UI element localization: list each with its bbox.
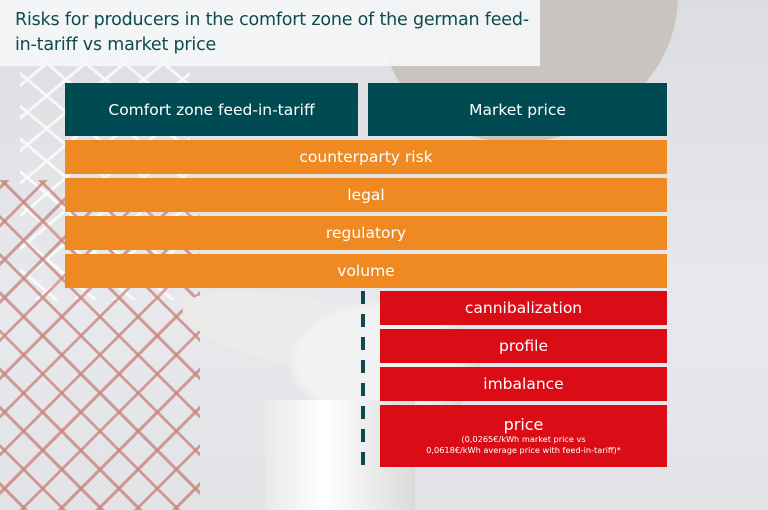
header-market-price: Market price	[368, 83, 667, 136]
title-panel: Risks for producers in the comfort zone …	[0, 0, 540, 66]
risk-label: profile	[499, 337, 548, 355]
risk-row-price: price (0,0265€/kWh market price vs 0,061…	[380, 405, 667, 467]
risk-label: regulatory	[325, 224, 407, 242]
risk-label: volume	[337, 262, 395, 280]
price-note-line1: (0,0265€/kWh market price vs	[461, 434, 586, 444]
dashed-divider	[361, 291, 365, 467]
risk-label: price	[503, 415, 544, 434]
header-feed-in-tariff: Comfort zone feed-in-tariff	[65, 83, 358, 136]
risk-row-profile: profile	[380, 329, 667, 363]
risk-label: legal	[347, 186, 385, 204]
price-note-line2: 0,0618€/kWh average price with feed-in-t…	[426, 445, 621, 455]
risk-label: cannibalization	[464, 299, 583, 317]
risk-label: imbalance	[483, 375, 564, 393]
risk-row-regulatory: regulatory	[65, 216, 667, 250]
risk-row-volume: volume	[65, 254, 667, 288]
risk-row-imbalance: imbalance	[380, 367, 667, 401]
page-title: Risks for producers in the comfort zone …	[15, 10, 529, 55]
risk-row-legal: legal	[65, 178, 667, 212]
header-label: Market price	[469, 100, 566, 119]
risk-label: counterparty risk	[299, 148, 433, 166]
risk-row-cannibalization: cannibalization	[380, 291, 667, 325]
risk-row-counterparty: counterparty risk	[65, 140, 667, 174]
header-label: Comfort zone feed-in-tariff	[108, 100, 315, 119]
